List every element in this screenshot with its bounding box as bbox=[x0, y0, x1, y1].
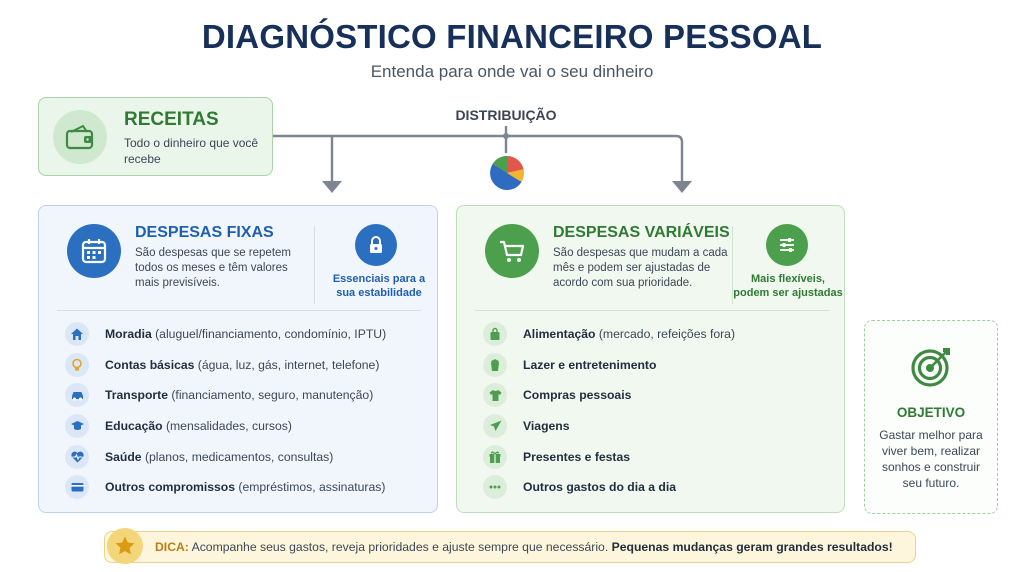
shirt-icon bbox=[483, 383, 507, 408]
arrowhead-fixed bbox=[322, 181, 342, 193]
tip-highlight: Pequenas mudanças geram grandes resultad… bbox=[611, 540, 893, 554]
graduation-cap-icon bbox=[65, 414, 89, 439]
calendar-icon bbox=[67, 224, 121, 278]
fixed-expenses-list: Moradia (aluguel/financiamento, condomín… bbox=[65, 319, 386, 503]
tip-banner: DICA: Acompanhe seus gastos, reveja prio… bbox=[104, 528, 916, 564]
target-icon bbox=[911, 348, 950, 387]
gift-icon bbox=[483, 444, 507, 469]
income-card: RECEITAS Todo o dinheiro que você recebe bbox=[38, 97, 273, 176]
distribution-label: DISTRIBUIÇÃO bbox=[455, 107, 557, 123]
variable-expenses-panel: DESPESAS VARIÁVEIS São despesas que muda… bbox=[456, 205, 845, 513]
divider bbox=[732, 226, 733, 304]
page-title: DIAGNÓSTICO FINANCEIRO PESSOAL bbox=[201, 18, 823, 55]
list-item: Contas básicas (água, luz, gás, internet… bbox=[65, 350, 386, 381]
list-item: Compras pessoais bbox=[483, 380, 735, 411]
tip-label: DICA: bbox=[155, 540, 189, 554]
list-item: Transporte (financiamento, seguro, manut… bbox=[65, 380, 386, 411]
list-item: Moradia (aluguel/financiamento, condomín… bbox=[65, 319, 386, 350]
variable-expenses-title: DESPESAS VARIÁVEIS bbox=[553, 224, 730, 241]
divider bbox=[57, 310, 421, 311]
shopping-bag-icon bbox=[483, 322, 507, 347]
pie-chart-icon bbox=[490, 155, 525, 190]
fixed-expenses-title: DESPESAS FIXAS bbox=[135, 224, 274, 241]
heart-pulse-icon bbox=[65, 444, 89, 469]
objective-card: OBJETIVO Gastar melhor para viver bem, r… bbox=[864, 320, 998, 514]
list-item: Viagens bbox=[483, 411, 735, 442]
divider bbox=[314, 226, 315, 304]
lock-icon bbox=[355, 224, 397, 266]
shopping-cart-icon bbox=[485, 224, 539, 278]
car-icon bbox=[65, 383, 89, 408]
income-title: RECEITAS bbox=[124, 109, 219, 130]
objective-description: Gastar melhor para viver bem, realizar s… bbox=[879, 428, 983, 490]
distribution-node bbox=[503, 133, 509, 139]
arrow-to-variable bbox=[675, 134, 684, 182]
tip-text: DICA: Acompanhe seus gastos, reveja prio… bbox=[155, 540, 893, 554]
list-item: Outros gastos do dia a dia bbox=[483, 472, 735, 503]
list-item: Educação (mensalidades, cursos) bbox=[65, 411, 386, 442]
objective-title: OBJETIVO bbox=[896, 405, 966, 420]
home-icon bbox=[65, 322, 89, 347]
list-item: Lazer e entretenimento bbox=[483, 350, 735, 381]
variable-expenses-note: Mais flexíveis, podem ser ajustadas bbox=[733, 273, 843, 299]
wallet-icon bbox=[53, 110, 107, 164]
divider bbox=[475, 310, 830, 311]
star-icon bbox=[107, 528, 143, 564]
income-description: Todo o dinheiro que você recebe bbox=[124, 136, 259, 166]
variable-expenses-description: São despesas que mudam a cada mês e pode… bbox=[553, 247, 728, 289]
list-item: Outros compromissos (empréstimos, assina… bbox=[65, 472, 386, 503]
credit-card-icon bbox=[65, 475, 89, 500]
lightbulb-icon bbox=[65, 352, 89, 377]
ellipsis-icon bbox=[483, 475, 507, 500]
list-item: Saúde (planos, medicamentos, consultas) bbox=[65, 441, 386, 472]
list-item: Alimentação (mercado, refeições fora) bbox=[483, 319, 735, 350]
fixed-expenses-panel: DESPESAS FIXAS São despesas que se repet… bbox=[38, 205, 438, 513]
page-subtitle: Entenda para onde vai o seu dinheiro bbox=[370, 62, 654, 81]
fixed-expenses-description: São despesas que se repetem todos os mes… bbox=[135, 247, 291, 289]
arrowhead-variable bbox=[672, 181, 692, 193]
fixed-expenses-note: Essenciais para a sua estabilidade bbox=[332, 273, 426, 299]
variable-expenses-list: Alimentação (mercado, refeições fora) La… bbox=[483, 319, 735, 503]
popcorn-icon bbox=[483, 352, 507, 377]
airplane-icon bbox=[483, 414, 507, 439]
sliders-icon bbox=[766, 224, 808, 266]
list-item: Presentes e festas bbox=[483, 441, 735, 472]
